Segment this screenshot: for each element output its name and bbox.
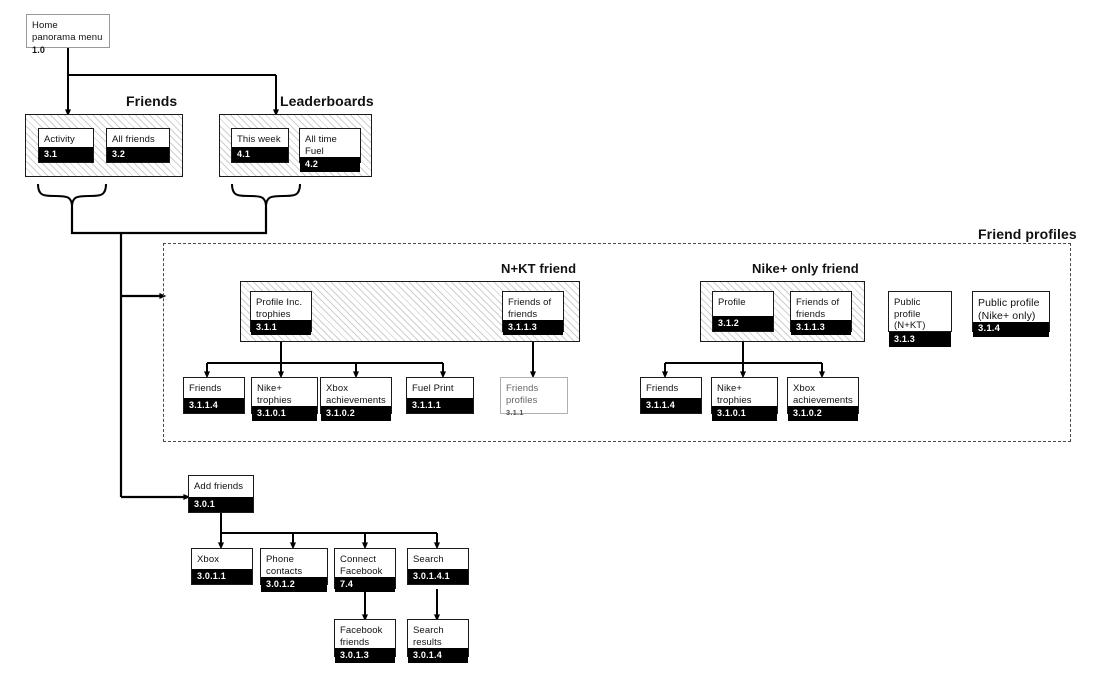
node-title: Search — [413, 554, 444, 565]
node-code: 3.2 — [107, 147, 169, 162]
node-title: Profile Inc. trophies — [256, 297, 303, 320]
node-title: Nike+ trophies — [717, 383, 752, 406]
node-facebook-friends[interactable]: Facebook friends 3.0.1.3 — [334, 619, 396, 663]
node-add-connect-facebook[interactable]: Connect Facebook 7.4 — [334, 548, 396, 592]
node-code: 3.1.1 — [506, 408, 524, 417]
node-title: Xbox — [197, 554, 220, 565]
section-label-leaderboards: Leaderboards — [280, 93, 374, 109]
node-this-week[interactable]: This week 4.1 — [231, 128, 289, 163]
node-activity[interactable]: Activity 3.1 — [38, 128, 94, 163]
node-code: 3.1.0.1 — [252, 406, 317, 421]
node-code: 3.1.0.1 — [712, 406, 777, 421]
node-friends-of-friends-nike[interactable]: Friends of friends 3.1.1.3 — [790, 291, 852, 335]
node-title: Public profile (Nike+ only) — [978, 297, 1040, 322]
node-nkt-fuel-print[interactable]: Fuel Print 3.1.1.1 — [406, 377, 474, 414]
node-nkt-xbox-achievements[interactable]: Xbox achievements 3.1.0.2 — [320, 377, 392, 421]
node-title: Add friends — [194, 481, 244, 492]
node-add-phone-contacts[interactable]: Phone contacts 3.0.1.2 — [260, 548, 328, 592]
section-label-friend-profiles: Friend profiles — [978, 226, 1077, 242]
node-code: 7.4 — [335, 577, 395, 592]
node-code: 3.1.0.2 — [321, 406, 391, 421]
node-nkt-nike-trophies[interactable]: Nike+ trophies 3.1.0.1 — [251, 377, 318, 421]
node-nike-friends[interactable]: Friends 3.1.1.4 — [640, 377, 702, 414]
node-profile-inc-trophies[interactable]: Profile Inc. trophies 3.1.1 — [250, 291, 312, 335]
node-search-results[interactable]: Search results 3.0.1.4 — [407, 619, 469, 663]
node-home-panorama-menu[interactable]: Home panorama menu 1.0 — [26, 14, 110, 55]
node-friends-of-friends-nkt[interactable]: Friends of friends 3.1.1.3 — [502, 291, 564, 335]
node-add-xbox[interactable]: Xbox 3.0.1.1 — [191, 548, 253, 585]
node-add-search[interactable]: Search 3.0.1.4.1 — [407, 548, 469, 585]
node-title: Friends — [189, 383, 222, 394]
node-title: Phone contacts — [266, 554, 303, 577]
node-code: 3.0.1.2 — [261, 577, 327, 592]
node-nkt-friends[interactable]: Friends 3.1.1.4 — [183, 377, 245, 414]
connector-addfriends-children — [217, 513, 440, 550]
node-title: Friends of friends — [796, 297, 840, 320]
node-title: Facebook friends — [340, 625, 383, 648]
node-code: 4.1 — [232, 147, 288, 162]
node-code: 3.1 — [39, 147, 93, 162]
section-label-friends: Friends — [126, 93, 178, 109]
node-title: Home panorama menu — [32, 20, 103, 43]
node-title: Nike+ trophies — [257, 383, 292, 406]
node-code: 4.2 — [300, 157, 360, 172]
node-title: Connect Facebook — [340, 554, 383, 577]
node-public-profile-nkt[interactable]: Public profile (N+KT) 3.1.3 — [888, 291, 952, 347]
node-public-profile-nike-only[interactable]: Public profile (Nike+ only) 3.1.4 — [972, 291, 1050, 337]
node-code: 3.0.1 — [189, 497, 253, 512]
node-title: Search results — [413, 625, 444, 648]
brace-friends — [37, 183, 107, 208]
node-profile-nike-only[interactable]: Profile 3.1.2 — [712, 291, 774, 332]
node-code: 3.1.4 — [973, 322, 1049, 337]
node-title: All time Fuel — [305, 134, 337, 157]
section-label-nike-only-friend: Nike+ only friend — [752, 261, 859, 276]
node-title: Fuel Print — [412, 383, 454, 394]
node-code: 3.0.1.3 — [335, 648, 395, 663]
node-title: Friends profiles — [506, 383, 539, 406]
node-title: All friends — [112, 134, 155, 145]
node-code: 3.1.2 — [713, 316, 773, 331]
node-title: Xbox achievements — [326, 383, 386, 406]
node-code: 3.0.1.4 — [408, 648, 468, 663]
node-code: 3.1.1 — [251, 320, 311, 335]
node-title: Xbox achievements — [793, 383, 853, 406]
node-code: 3.1.3 — [889, 331, 951, 347]
node-code: 3.0.1.1 — [192, 569, 252, 584]
node-code: 3.1.1.4 — [184, 398, 244, 413]
node-code: 3.1.1.3 — [791, 320, 851, 335]
node-all-friends[interactable]: All friends 3.2 — [106, 128, 170, 163]
node-code: 3.1.1.4 — [641, 398, 701, 413]
brace-leaderboards — [231, 183, 301, 208]
node-code: 1.0 — [32, 45, 46, 55]
region-friend-profiles — [163, 243, 1071, 442]
node-code: 3.0.1.4.1 — [408, 569, 468, 584]
node-all-time-fuel[interactable]: All time Fuel 4.2 — [299, 128, 361, 172]
node-title: Profile — [718, 297, 746, 308]
node-code: 3.1.1.1 — [407, 398, 473, 413]
node-nike-xbox-achievements[interactable]: Xbox achievements 3.1.0.2 — [787, 377, 859, 421]
node-code: 3.1.1.3 — [503, 320, 563, 335]
node-title: Activity — [44, 134, 75, 145]
node-title: Friends — [646, 383, 679, 394]
node-title: Friends of friends — [508, 297, 552, 320]
section-label-nkt-friend: N+KT friend — [501, 261, 577, 276]
node-title: This week — [237, 134, 281, 145]
node-code: 3.1.0.2 — [788, 406, 858, 421]
node-title: Public profile (N+KT) — [894, 297, 926, 331]
node-friends-profiles-ghost[interactable]: Friends profiles 3.1.1 — [500, 377, 568, 417]
node-nike-trophies[interactable]: Nike+ trophies 3.1.0.1 — [711, 377, 778, 421]
node-add-friends[interactable]: Add friends 3.0.1 — [188, 475, 254, 513]
